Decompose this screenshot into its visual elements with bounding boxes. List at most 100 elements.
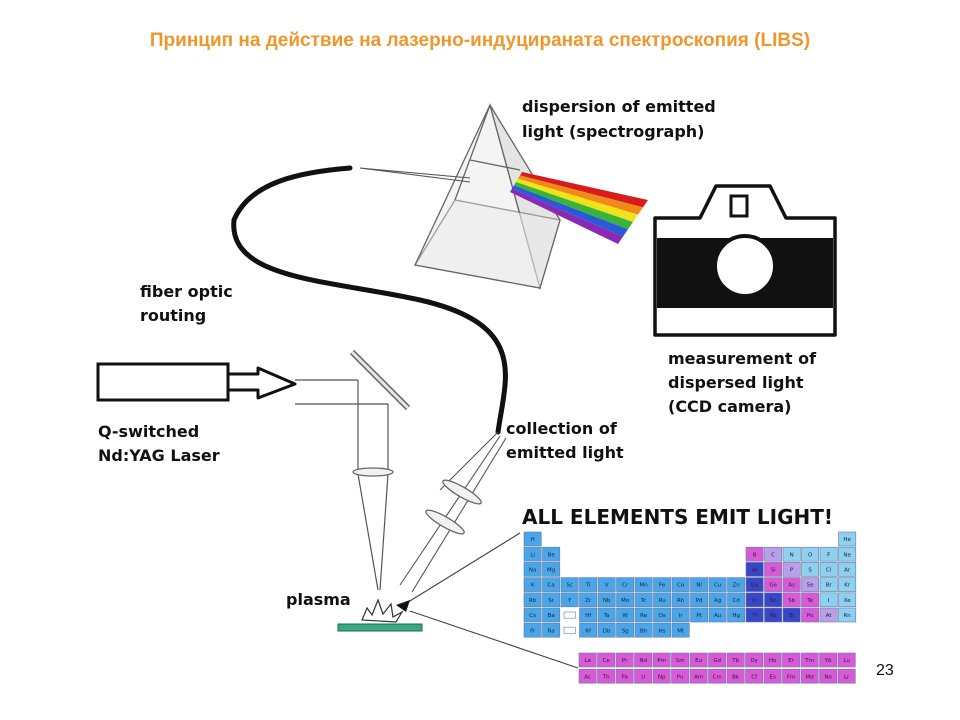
element-cm-symbol: Cm [713,674,722,680]
ccd-camera-icon [653,184,837,337]
element-cd-cell [727,592,746,608]
element-f-symbol: F [827,552,830,558]
spectrum-band-1 [518,175,643,215]
element-be-symbol: Be [548,552,556,558]
element-al-symbol: Al [752,568,758,574]
element-mg-cell [542,562,561,577]
spectrum-band-2 [516,178,638,222]
element-as-cell [782,577,801,592]
element-sn-symbol: Sn [770,598,777,604]
element-n-symbol: N [790,552,794,558]
element-pu-symbol: Pu [677,674,684,680]
element-s-cell [801,562,820,577]
element-ce-cell [597,652,616,668]
element-yb-symbol: Yb [824,658,832,664]
element-hs-symbol: Hs [659,628,666,634]
spectrum-band-0 [520,172,648,208]
element-si-cell [764,562,783,577]
element-se-cell [801,577,820,592]
element-cr-symbol: Cr [622,583,629,589]
element-sb-cell [782,592,801,608]
label-measurement-line2: dispersed light [668,373,804,392]
element-ge-cell [764,577,783,592]
element-sm-symbol: Sm [676,658,685,664]
element-b-symbol: B [753,552,757,558]
element-cu-symbol: Cu [714,583,721,589]
element-ni-cell [690,577,709,592]
element-y-cell [560,592,579,608]
element-cl-cell [819,562,838,577]
element-cf-symbol: Cf [751,674,758,680]
element-tl-cell [745,607,764,623]
element-i-symbol: I [828,598,830,604]
element-o-cell [801,546,820,562]
element-sc-cell [560,577,579,592]
element-be-cell [542,546,561,562]
element-pu-cell [671,668,690,684]
element-u-symbol: U [641,674,645,680]
element-al-cell [745,562,764,577]
element-fe-cell [653,577,672,592]
element-bi-cell [782,607,801,623]
element-os-symbol: Os [659,613,666,619]
element-cu-cell [708,577,727,592]
element-mo-cell [616,592,635,608]
spectrum-band-4 [512,185,628,237]
element-mt-symbol: Mt [677,628,685,634]
element-ti-cell [579,577,598,592]
element-co-cell [671,577,690,592]
element-ge-symbol: Ge [769,583,777,589]
element-rf-symbol: Rf [585,628,592,634]
element-li-cell [523,546,542,562]
element-rb-cell [523,592,542,608]
element-p-symbol: P [790,568,794,574]
element-ar-symbol: Ar [844,568,851,574]
element-c-symbol: C [771,552,775,558]
element-fr-cell [523,622,542,638]
element-xe-cell [838,592,857,608]
element-br-cell [819,577,838,592]
element-pt-cell [690,607,709,623]
collection-lens-2 [425,509,465,535]
element-in-symbol: In [752,598,758,604]
plasma-spark [361,598,404,623]
element-ba-cell [542,607,561,623]
element-ga-symbol: Ga [751,583,759,589]
series-placeholder [563,626,576,634]
label-measurement-line3: (CCD camera) [668,397,791,416]
element-po-cell [801,607,820,623]
sample-plate [337,623,423,632]
element-nb-symbol: Nb [603,598,611,604]
element-k-symbol: K [531,583,535,589]
element-v-symbol: V [605,583,609,589]
element-ac-symbol: Ac [584,674,591,680]
element-bh-symbol: Bh [640,628,648,634]
element-yb-cell [819,652,838,668]
element-si-symbol: Si [771,568,776,574]
element-er-cell [782,652,801,668]
element-rh-symbol: Rh [677,598,685,604]
element-pm-cell [652,652,671,668]
element-i-cell [819,592,838,608]
element-np-symbol: Np [658,674,666,680]
element-sr-symbol: Sr [548,598,554,604]
emission-pointer-lines [404,532,579,669]
element-k-cell [523,577,542,592]
focusing-lens [352,467,394,477]
spectrum-band-3 [514,182,633,230]
label-laser-line2: Nd:YAG Laser [98,446,220,465]
element-cd-symbol: Cd [732,598,739,604]
element-pb-symbol: Pb [770,613,777,619]
element-ho-symbol: Ho [769,658,777,664]
element-cs-cell [523,607,542,623]
element-in-cell [745,592,764,608]
spectrum-band-5 [510,188,623,244]
incoming-light-ray [359,167,471,183]
element-hg-cell [727,607,746,623]
label-headline: ALL ELEMENTS EMIT LIGHT! [522,505,833,529]
element-mn-cell [634,577,653,592]
element-po-symbol: Po [807,613,814,619]
collection-lens-1 [442,479,482,505]
element-cs-symbol: Cs [529,613,536,619]
